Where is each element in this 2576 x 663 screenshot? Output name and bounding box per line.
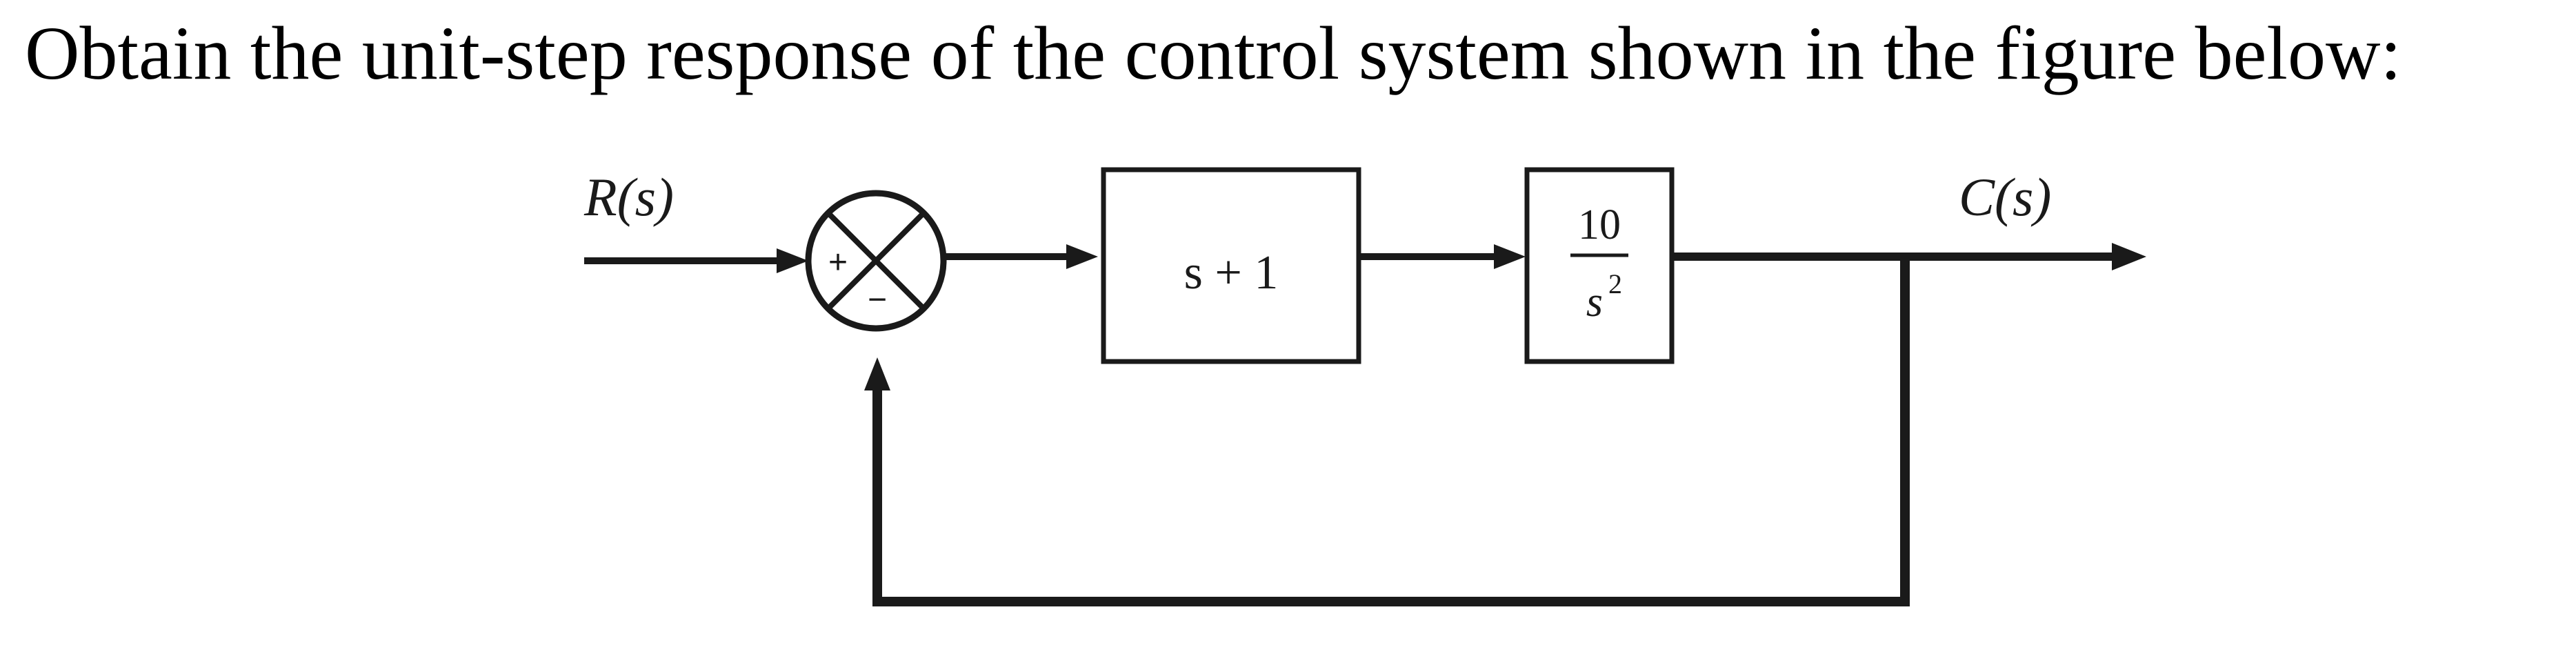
signal-arrow-to-plant xyxy=(1359,244,1526,269)
controller-block: s + 1 xyxy=(1101,167,1361,364)
feedback-path xyxy=(864,257,1910,606)
plant-numerator: 10 xyxy=(1578,201,1621,248)
input-label: R(s) xyxy=(583,167,674,227)
question-text: Obtain the unit-step response of the con… xyxy=(25,11,2402,95)
minus-sign: − xyxy=(868,281,887,318)
plant-denominator-base: s xyxy=(1586,279,1603,326)
controller-transfer-function: s + 1 xyxy=(1184,246,1279,299)
plus-sign: + xyxy=(828,244,848,281)
output-label: C(s) xyxy=(1959,167,2051,227)
output-arrow xyxy=(1672,243,2146,270)
plant-denominator-exponent: 2 xyxy=(1608,268,1622,299)
signal-arrow-to-controller xyxy=(943,244,1098,269)
plant-block: 10 s 2 xyxy=(1524,167,1675,364)
summing-junction: + − xyxy=(805,190,947,332)
input-arrow xyxy=(584,248,808,273)
